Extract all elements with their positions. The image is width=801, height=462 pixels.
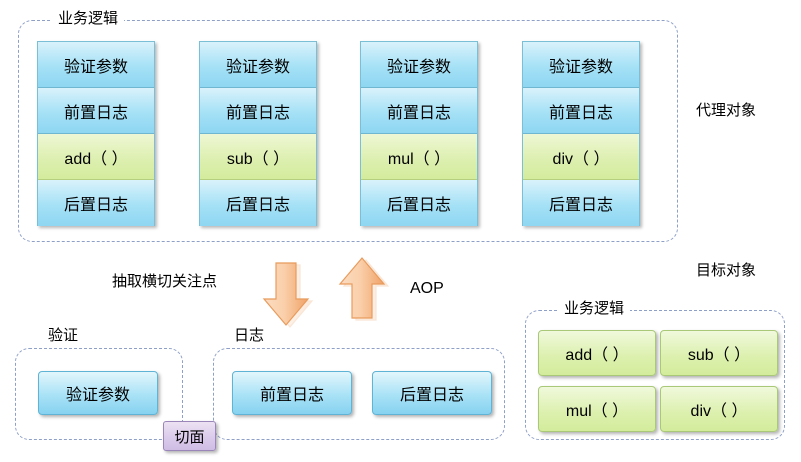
cell-method-add: add（ ）	[38, 134, 154, 180]
aspect-badge: 切面	[163, 421, 216, 451]
cell-after-log: 后置日志	[38, 180, 154, 226]
extract-down-arrow	[262, 261, 324, 329]
cell-validate-params: 验证参数	[200, 42, 316, 88]
cell-before-log: 前置日志	[523, 88, 639, 134]
cell-after-log: 后置日志	[200, 180, 316, 226]
extract-crosscutting-label: 抽取横切关注点	[112, 273, 218, 290]
validate-group-caption: 验证	[42, 326, 85, 345]
aspect-box-before-log: 前置日志	[232, 371, 352, 415]
cell-after-log: 后置日志	[361, 180, 477, 226]
cell-validate-params: 验证参数	[38, 42, 154, 88]
target-method-sub: sub（ ）	[660, 330, 778, 376]
target-object-group	[525, 310, 785, 440]
target-method-add: add（ ）	[538, 330, 656, 376]
aspect-box-validate-params: 验证参数	[38, 371, 158, 415]
proxy-object-label: 代理对象	[696, 102, 757, 119]
cell-validate-params: 验证参数	[523, 42, 639, 88]
cell-method-sub: sub（ ）	[200, 134, 316, 180]
cell-method-div: div（ ）	[523, 134, 639, 180]
target-method-div: div（ ）	[660, 386, 778, 432]
proxy-column-mul: 验证参数 前置日志 mul（ ） 后置日志	[360, 41, 478, 226]
logging-group-caption: 日志	[228, 326, 271, 345]
target-method-mul: mul（ ）	[538, 386, 656, 432]
logging-aspect-group	[213, 348, 505, 440]
proxy-column-add: 验证参数 前置日志 add（ ） 后置日志	[37, 41, 155, 226]
cell-before-log: 前置日志	[38, 88, 154, 134]
proxy-column-sub: 验证参数 前置日志 sub（ ） 后置日志	[199, 41, 317, 226]
proxy-group-caption: 业务逻辑	[52, 9, 125, 28]
aop-label: AOP	[410, 280, 444, 297]
validate-aspect-group	[15, 348, 183, 440]
cell-method-mul: mul（ ）	[361, 134, 477, 180]
proxy-column-div: 验证参数 前置日志 div（ ） 后置日志	[522, 41, 640, 226]
cell-before-log: 前置日志	[200, 88, 316, 134]
proxy-object-group	[18, 20, 678, 242]
cell-after-log: 后置日志	[523, 180, 639, 226]
target-object-label: 目标对象	[696, 262, 757, 279]
target-group-caption: 业务逻辑	[558, 299, 631, 318]
cell-before-log: 前置日志	[361, 88, 477, 134]
cell-validate-params: 验证参数	[361, 42, 477, 88]
weave-up-arrow	[338, 256, 400, 322]
aspect-box-after-log: 后置日志	[372, 371, 492, 415]
